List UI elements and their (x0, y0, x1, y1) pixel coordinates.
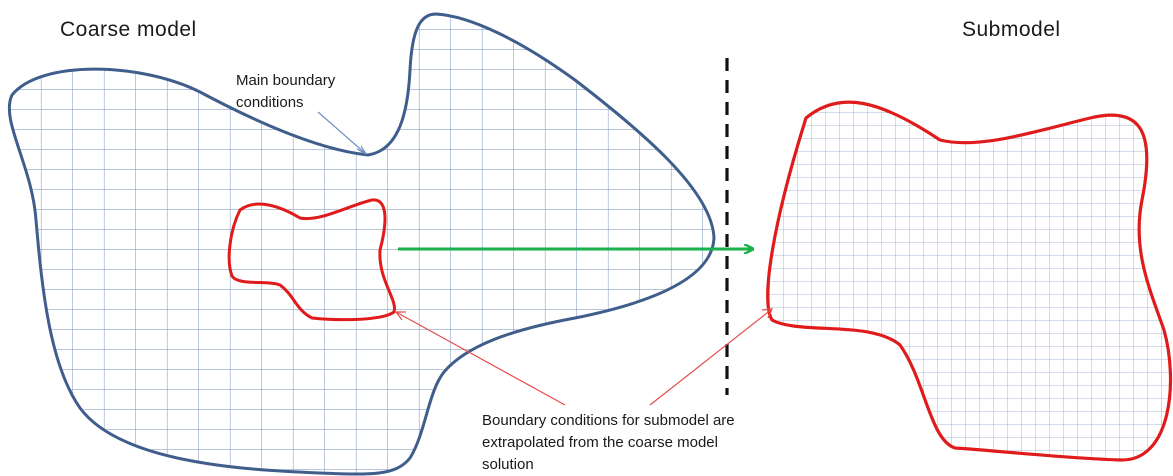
submodel-boundary-conditions-label: Boundary conditions for submodel are ext… (482, 410, 735, 476)
main-boundary-conditions-label: Main boundary conditions (236, 70, 335, 114)
submodel-region-in-coarse (227, 198, 396, 322)
submodel-bc-pointers (394, 308, 773, 406)
sub-bc-line-1: Boundary conditions for submodel are (482, 412, 735, 429)
submodel-region (766, 100, 1173, 462)
coarse-mesh-grid (9, 14, 714, 475)
main-bc-line-1: Main boundary (236, 72, 336, 89)
sub-bc-line-2: extrapolated from the coarse model (482, 434, 718, 451)
coarse-model-region (7, 12, 716, 476)
coarse-model-title: Coarse model (60, 18, 197, 41)
coarse-model-outline (7, 12, 716, 476)
main-bc-line-2: conditions (236, 94, 304, 111)
main-bc-pointer (317, 111, 367, 155)
submodel-outline (766, 100, 1173, 462)
submodel-mesh-grid (767, 102, 1171, 461)
sub-bc-line-3: solution (482, 456, 534, 473)
submodel-title: Submodel (962, 18, 1061, 41)
